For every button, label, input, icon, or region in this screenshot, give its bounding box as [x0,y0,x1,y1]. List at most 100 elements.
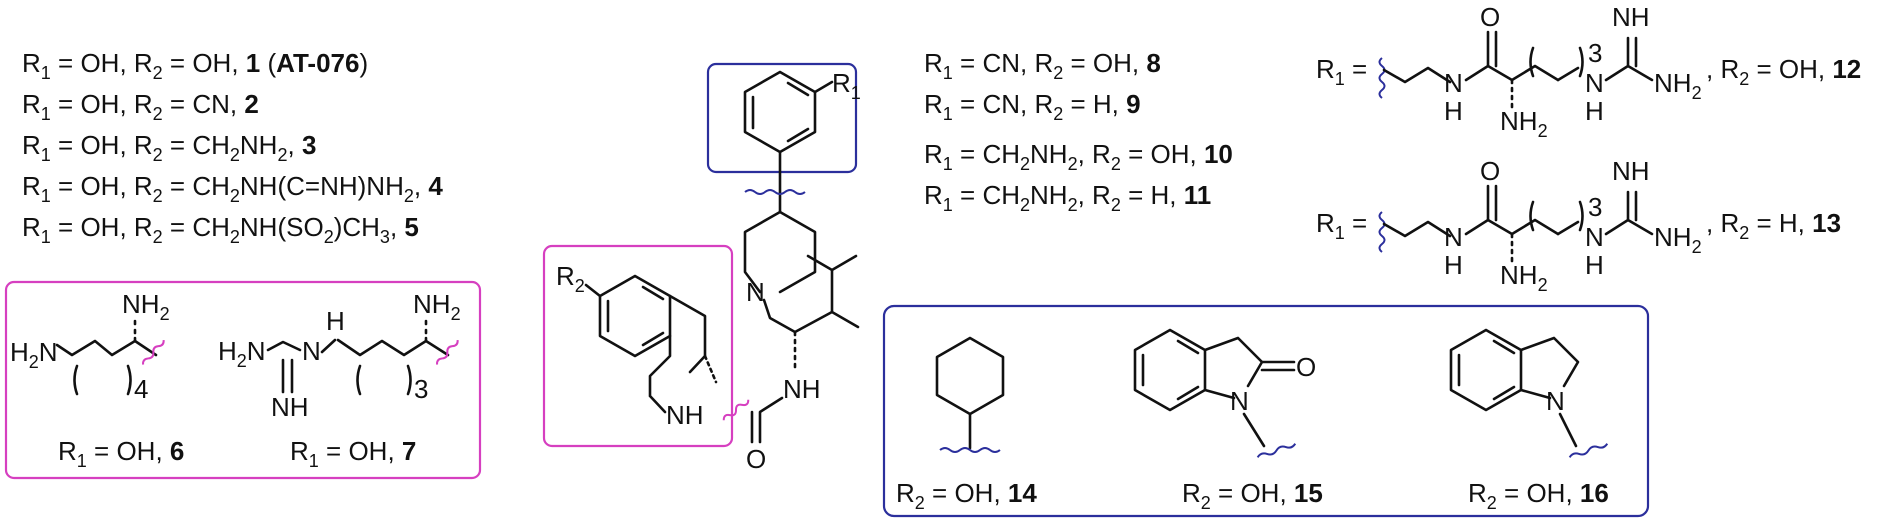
r2-label-13: , R2 = H, 13 [1706,208,1841,243]
list-item-4: R1 = OH, R2 = CH2NH(C=NH)NH2, 4 [22,171,443,206]
atom-nh-thiq: NH [666,400,704,430]
atom-h2n-6: H2N [10,337,58,372]
blue-box-frame [882,304,1650,518]
atom-nh-amide: NH [783,374,821,404]
count-6: 4 [134,374,148,404]
paren-left-7 [356,364,362,396]
list-item-3: R1 = OH, R2 = CH2NH2, 3 [22,130,316,165]
atom-n-15: N [1230,386,1249,416]
atom-h-12: H [1444,96,1463,126]
guan-13 [1604,190,1654,236]
oxindole-carbonyl [1260,360,1296,372]
atom-nh2-7: NH2 [413,289,461,324]
label-14: R2 = OH, 14 [896,478,1037,513]
r1-eq-12: R1 = [1316,54,1367,89]
phenyl-inner-bonds [751,81,810,143]
list-item-2: R1 = OH, R2 = CN, 2 [22,89,259,124]
list-item-8: R1 = CN, R2 = OH, 8 [924,48,1161,83]
oxindole-five-ring [1203,336,1264,400]
oxindole-benzene [1133,328,1207,412]
pink-box-group: H2N 4 NH2 R1 = OH, 6 H2N NH N H 3 NH2 R1 [4,280,482,480]
isopropyl-bonds [806,254,860,329]
chain-a-12 [1382,66,1452,84]
guan-double-bond [281,358,294,394]
core-scaffold: R1 N NH O R2 NH [542,62,861,474]
pink-box-frame [4,280,482,480]
chain-c-13 [1556,220,1580,236]
r2-label-12: , R2 = OH, 12 [1706,54,1861,89]
atom-nh-7: NH [271,392,309,422]
chain-b-12 [1486,64,1560,82]
chain-a-13 [1382,220,1452,238]
paren-12 [1529,46,1584,78]
label-7: R1 = OH, 7 [290,436,416,471]
middle-substituent-list: R1 = CN, R2 = OH, 8 R1 = CN, R2 = H, 9 R… [924,48,1233,215]
atom-o-13: O [1480,156,1500,186]
count-12: 3 [1588,38,1602,68]
label-15: R2 = OH, 15 [1182,478,1323,513]
wavy-bond-6 [142,339,165,365]
atom-nh2b-12: NH2 [1654,68,1702,103]
list-item-5: R1 = OH, R2 = CH2NH(SO2)CH3, 5 [22,212,419,247]
amide-12 [1464,30,1498,82]
indoline-inner [1457,339,1516,401]
cyclohexane-ring [935,336,1005,416]
wavy-bond-16 [1568,443,1609,458]
atom-h2-13: H [1585,250,1604,280]
atom-n-7: N [302,336,321,366]
structure-7: H2N NH N H 3 NH2 R1 = OH, 7 [218,289,461,471]
indoline-five-ring [1519,336,1580,400]
atom-h-7: H [326,306,345,336]
atom-n-12: N [1444,68,1463,98]
paren-13 [1529,200,1584,232]
list-item-10: R1 = CH2NH2, R2 = OH, 10 [924,139,1233,174]
phenyl-highlight-box [706,62,858,174]
chain-bonds-6 [55,339,158,357]
blue-box-group: R2 = OH, 14 O N R2 = OH, 15 N R2 = OH, 1… [882,304,1650,518]
atom-r1-core: R1 [832,68,861,103]
atom-n2-13: N [1585,222,1604,252]
atom-nh2-12: NH2 [1500,106,1548,141]
atom-o-amide: O [746,444,766,474]
wavy-bond-13 [1378,211,1386,253]
structure-13: R1 = N H O NH2 3 N H NH NH2 , R2 = H, 13 [1316,156,1841,295]
n-bond-16 [1558,412,1578,448]
phenyl-ring [743,70,817,154]
indoline-benzene [1449,328,1523,412]
structure-12: R1 = N H O NH2 3 N H NH NH2 , R2 = OH, 1… [1316,2,1861,141]
count-7: 3 [414,374,428,404]
chain-b-13 [1486,218,1560,236]
atom-h2n-7: H2N [218,336,266,371]
atom-n-16: N [1546,386,1565,416]
guan-12 [1604,36,1654,82]
atom-n-13: N [1444,222,1463,252]
atom-nh-12: NH [1612,2,1650,32]
wavy-bond-14 [939,447,1001,453]
r1-eq-13: R1 = [1316,208,1367,243]
thiq-inner-bonds [606,285,665,347]
structure-6: H2N 4 NH2 R1 = OH, 6 [10,289,184,471]
atom-r2-core: R2 [556,261,585,296]
thiq-highlight-box [542,244,734,448]
chain-bonds-7 [320,338,450,357]
n-bond-15 [1242,412,1266,448]
list-item-11: R1 = CH2NH2, R2 = H, 11 [924,180,1211,215]
stereo-bond-thiq [703,354,718,384]
oxindole-inner [1141,339,1200,401]
linker-bonds [762,298,834,334]
list-item-9: R1 = CN, R2 = H, 9 [924,89,1141,124]
atom-o-15: O [1296,352,1316,382]
structure-14: R2 = OH, 14 [896,336,1037,513]
wavy-bond-15 [1256,443,1297,458]
label-16: R2 = OH, 16 [1468,478,1609,513]
wavy-bond-12 [1378,57,1386,99]
atom-nh2-6: NH2 [122,289,170,324]
thiq-saturated-ring [648,294,707,414]
atom-n-piperidine: N [746,277,765,307]
guan-bond-a [266,340,302,352]
structure-15: O N R2 = OH, 15 [1133,328,1323,513]
atom-nh2b-13: NH2 [1654,222,1702,257]
wavy-bond-7 [436,339,459,365]
atom-n2-12: N [1585,68,1604,98]
paren-right-6 [126,364,132,396]
